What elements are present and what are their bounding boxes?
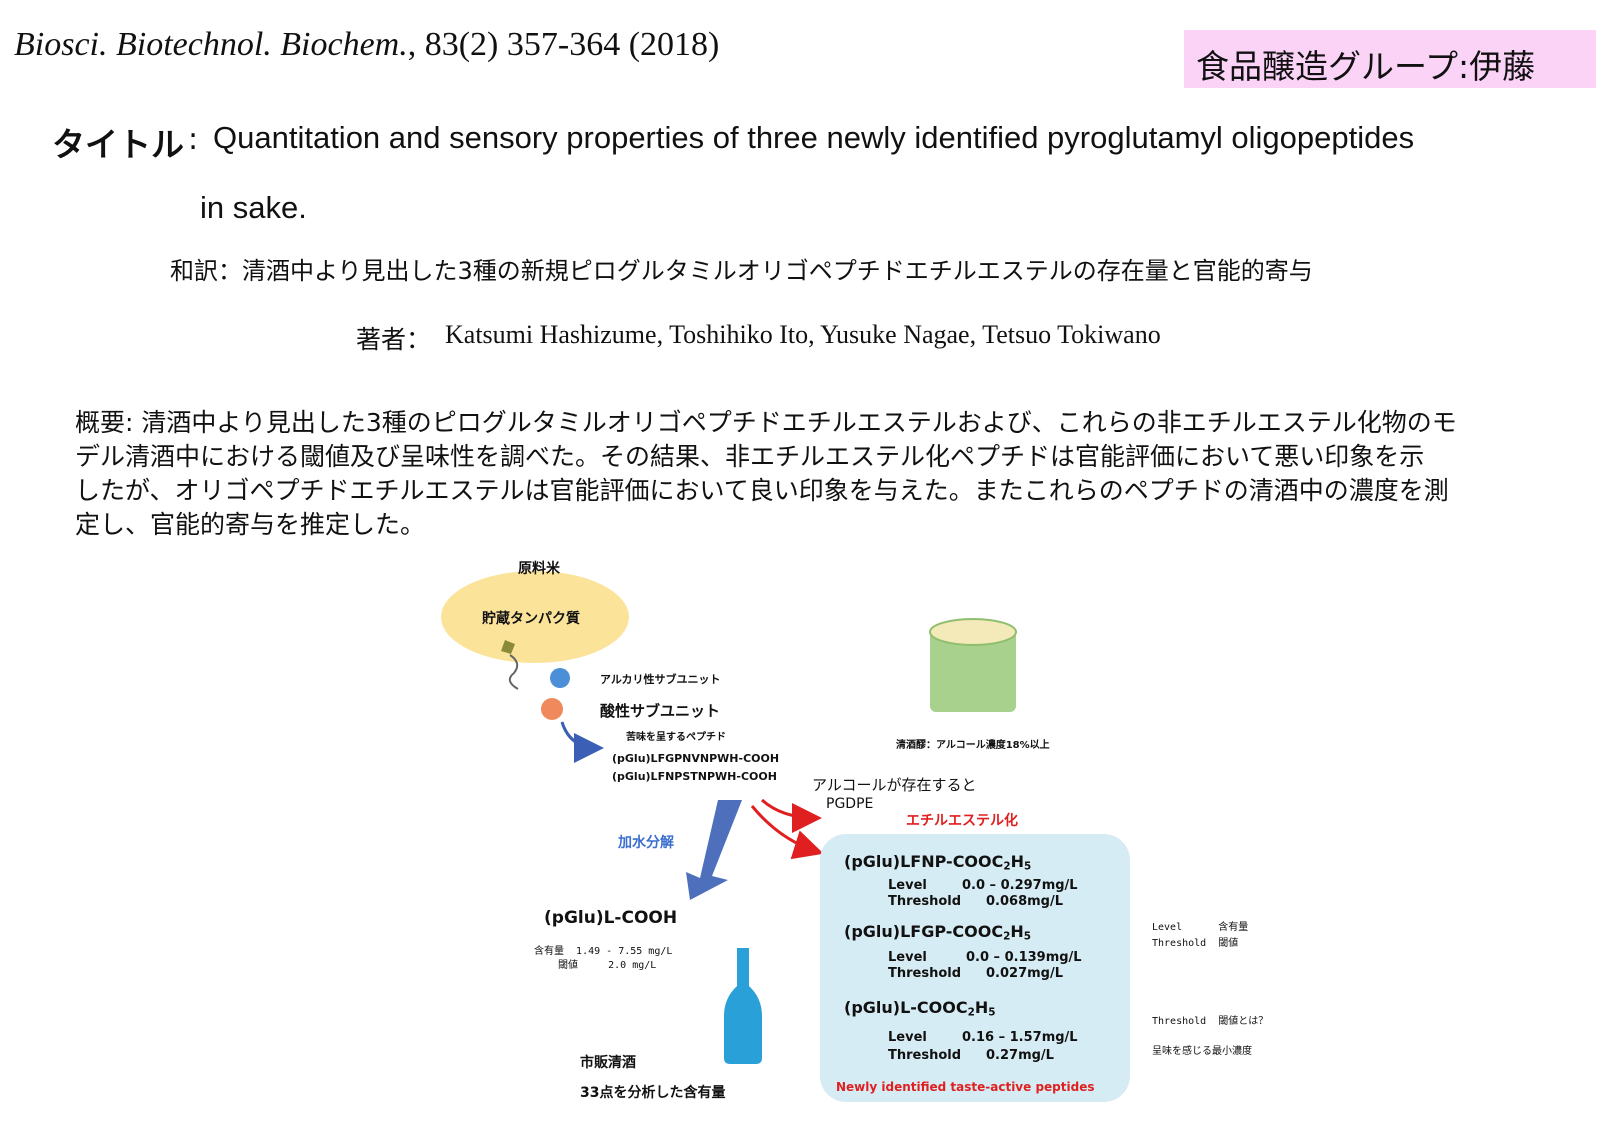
group-badge — [1184, 30, 1596, 88]
ester-panel — [820, 834, 1130, 1102]
ester-3-threshold-value: 0.27mg/L — [986, 1048, 1054, 1063]
bitter-peptide-2: (pGlu)LFNPSTNPWH-COOH — [612, 770, 777, 783]
authors-names: Katsumi Hashizume, Toshihiko Ito, Yusuke… — [445, 320, 1161, 349]
rice-grain-blob — [441, 571, 629, 663]
ester-2-threshold-value: 0.027mg/L — [986, 966, 1064, 981]
title-label: タイトル — [52, 125, 184, 164]
citation: Biosci. Biotechnol. Biochem., 83(2) 357-… — [14, 26, 719, 64]
authors-label: 著者： — [356, 325, 432, 354]
japanese-translation: 和訳：清酒中より見出した3種の新規ピログルタミルオリゴペプチドエチルエステルの存… — [170, 257, 1313, 285]
ethyl-ester-arrow-1 — [760, 798, 822, 833]
product-threshold-label: 閾値 — [558, 960, 578, 971]
paper-title-line1: Quantitation and sensory properties of t… — [213, 120, 1415, 155]
sake-analysis-label: 33点を分析した含有量 — [580, 1085, 726, 1101]
ester-3-name: (pGlu)L-COOC2H5 — [844, 998, 996, 1019]
commercial-sake-label: 市販清酒 — [580, 1055, 636, 1071]
abstract-line: 概要: 清酒中より見出した3種のピログルタミルオリゴペプチドエチルエステルおよび… — [75, 408, 1457, 437]
alkaline-subunit-label: アルカリ性サブユニット — [600, 673, 721, 686]
ester-1-threshold-value: 0.068mg/L — [986, 894, 1064, 909]
panel-caption: Newly identified taste-active peptides — [836, 1080, 1095, 1094]
hydrolysis-arrow — [686, 800, 742, 900]
paper-title-line2: in sake. — [200, 190, 307, 225]
alcohol-condition-label: アルコールが存在すると — [812, 776, 977, 794]
ester-3-level-label: Level — [888, 1030, 927, 1045]
alkaline-subunit-dot — [550, 668, 570, 688]
subunit-link-icon — [508, 654, 519, 690]
ester-1-level-value: 0.0 – 0.297mg/L — [962, 878, 1078, 893]
hydrolysis-label: 加水分解 — [618, 835, 674, 851]
bitter-peptides-label: 苦味を呈するペプチド — [626, 732, 726, 743]
ester-3-level-value: 0.16 – 1.57mg/L — [962, 1030, 1078, 1045]
acidic-subunit-dot — [541, 698, 563, 720]
product-threshold-value: 2.0 mg/L — [608, 960, 657, 971]
ester-2-name: (pGlu)LFGP-COOC2H5 — [844, 922, 1031, 943]
raw-rice-label: 原料米 — [518, 561, 560, 577]
ester-1-level-label: Level — [888, 878, 927, 893]
ester-2-level-label: Level — [888, 950, 927, 965]
ethyl-ester-label: エチルエステル化 — [906, 813, 1018, 829]
abstract-line: したが、オリゴペプチドエチルエステルは官能評価において良い印象を与えた。またこれ… — [75, 476, 1449, 505]
storage-protein-label: 貯蔵タンパク質 — [482, 611, 580, 627]
title-separator: : — [188, 122, 199, 157]
sake-bottle-icon — [724, 948, 762, 1064]
legend-level-row: Level 含有量 — [1152, 922, 1249, 933]
threshold-definition: 呈味を感じる最小濃度 — [1152, 1046, 1252, 1057]
protein-fragment-icon — [501, 640, 515, 654]
legend-threshold-row: Threshold 閾値 — [1152, 938, 1239, 949]
enzyme-label: PGDPE — [826, 796, 874, 812]
ester-2-level-value: 0.0 – 0.139mg/L — [966, 950, 1082, 965]
product-content-row: 含有量 1.49 - 7.55 mg/L — [534, 942, 672, 957]
journal-name: Biosci. Biotechnol. Biochem. — [14, 26, 408, 63]
ester-3-threshold-label: Threshold — [888, 1048, 962, 1063]
product-content-label: 含有量 — [534, 946, 564, 957]
moromi-label: 清酒醪：アルコール濃度18%以上 — [896, 740, 1050, 751]
ester-1-name: (pGlu)LFNP-COOC2H5 — [844, 852, 1032, 873]
acid-subunit-arrow — [560, 721, 604, 763]
abstract-line: デル清酒中における閾値及び呈味性を調べた。その結果、非エチルエステル化ペプチドは… — [75, 442, 1425, 471]
moromi-cup — [930, 630, 1016, 712]
ethyl-ester-arrow-2 — [750, 805, 824, 860]
citation-details: , 83(2) 357-364 (2018) — [407, 26, 720, 63]
product-content-value: 1.49 - 7.55 mg/L — [576, 946, 673, 957]
ester-2-threshold-label: Threshold — [888, 966, 962, 981]
threshold-note: Threshold 閾値とは？ — [1152, 1016, 1269, 1027]
acidic-subunit-label: 酸性サブユニット — [600, 702, 721, 720]
ester-1-threshold-label: Threshold — [888, 894, 962, 909]
bitter-peptide-1: (pGlu)LFGPNVNPWH-COOH — [612, 752, 780, 765]
product-threshold-row: 閾値 2.0 mg/L — [558, 956, 656, 971]
abstract-line: 定し、官能的寄与を推定した。 — [75, 510, 426, 539]
abstract: 概要: 清酒中より見出した3種のピログルタミルオリゴペプチドエチルエステルおよび… — [75, 406, 1575, 542]
group-label: 食品醸造グループ:伊藤 — [1196, 47, 1536, 86]
product-peptide: (pGlu)L-COOH — [544, 908, 678, 928]
moromi-cup-top — [929, 618, 1017, 646]
